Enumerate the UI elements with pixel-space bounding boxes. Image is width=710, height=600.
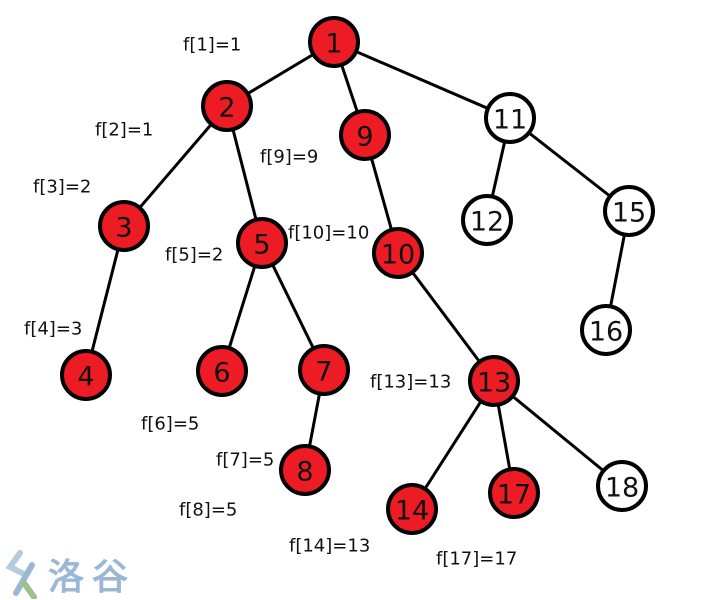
f-annotation-9: f[9]=9 <box>260 147 318 168</box>
tree-node-2: 2 <box>201 80 253 132</box>
f-annotation-3: f[3]=2 <box>33 177 91 198</box>
node-circle <box>580 304 632 356</box>
node-label: 14 <box>395 496 429 527</box>
tree-node-17: 17 <box>488 467 540 519</box>
tree-node-7: 7 <box>298 344 350 396</box>
node-label: 1 <box>325 29 342 60</box>
node-circle <box>98 200 150 252</box>
node-label: 18 <box>605 473 639 504</box>
node-label: 7 <box>315 357 332 388</box>
f-annotation-10: f[10]=10 <box>288 223 369 244</box>
f-annotation-6: f[6]=5 <box>141 414 199 435</box>
node-label: 2 <box>218 93 235 124</box>
edge-1-11 <box>333 40 511 120</box>
f-annotation-1: f[1]=1 <box>183 35 241 56</box>
node-circle <box>488 467 540 519</box>
edge-13-18 <box>493 379 623 488</box>
watermark-text: 洛谷 <box>48 557 137 598</box>
node-circle <box>596 460 648 512</box>
node-circle <box>339 109 391 161</box>
node-label: 9 <box>356 122 373 153</box>
tree-node-3: 3 <box>98 200 150 252</box>
node-circle <box>279 444 331 496</box>
node-circle <box>201 80 253 132</box>
node-label: 12 <box>470 207 504 238</box>
tree-node-14: 14 <box>386 483 438 535</box>
node-label: 5 <box>253 230 270 261</box>
tree-node-11: 11 <box>484 92 536 144</box>
node-circle <box>308 16 360 68</box>
luogu-logo-icon <box>5 550 37 599</box>
f-annotation-4: f[4]=3 <box>24 319 82 340</box>
tree-node-10: 10 <box>372 227 424 279</box>
node-circle <box>372 227 424 279</box>
tree-node-16: 16 <box>580 304 632 356</box>
node-circle <box>386 483 438 535</box>
node-circle <box>461 194 513 246</box>
tree-node-4: 4 <box>60 349 112 401</box>
tree-node-8: 8 <box>279 444 331 496</box>
node-label: 10 <box>381 240 415 271</box>
f-annotation-13: f[13]=13 <box>370 372 451 393</box>
node-label: 4 <box>77 362 94 393</box>
tree-node-6: 6 <box>196 345 248 397</box>
f-annotation-14: f[14]=13 <box>289 536 370 557</box>
f-annotation-17: f[17]=17 <box>436 549 517 570</box>
tree-node-12: 12 <box>461 194 513 246</box>
node-circle <box>484 92 536 144</box>
node-circle <box>196 345 248 397</box>
f-annotation-7: f[7]=5 <box>216 450 274 471</box>
node-label: 6 <box>213 358 230 389</box>
f-annotation-5: f[5]=2 <box>165 245 223 266</box>
edge-2-3 <box>122 105 229 227</box>
node-label: 16 <box>589 317 623 348</box>
tree-node-9: 9 <box>339 109 391 161</box>
node-circle <box>60 349 112 401</box>
tree-node-13: 13 <box>468 355 520 407</box>
f-annotation-8: f[8]=5 <box>179 500 237 521</box>
tree-node-5: 5 <box>236 217 288 269</box>
node-circle <box>468 355 520 407</box>
node-label: 8 <box>296 457 313 488</box>
node-label: 17 <box>497 480 531 511</box>
node-label: 13 <box>477 368 511 399</box>
node-circle <box>236 217 288 269</box>
node-circle <box>603 185 655 237</box>
f-annotation-2: f[2]=1 <box>95 120 153 141</box>
node-label: 15 <box>612 198 646 229</box>
node-label: 3 <box>115 213 132 244</box>
node-label: 11 <box>493 105 527 136</box>
tree-node-15: 15 <box>603 185 655 237</box>
tree-node-1: 1 <box>308 16 360 68</box>
tree-node-18: 18 <box>596 460 648 512</box>
edge-10-13 <box>396 252 496 382</box>
node-circle <box>298 344 350 396</box>
